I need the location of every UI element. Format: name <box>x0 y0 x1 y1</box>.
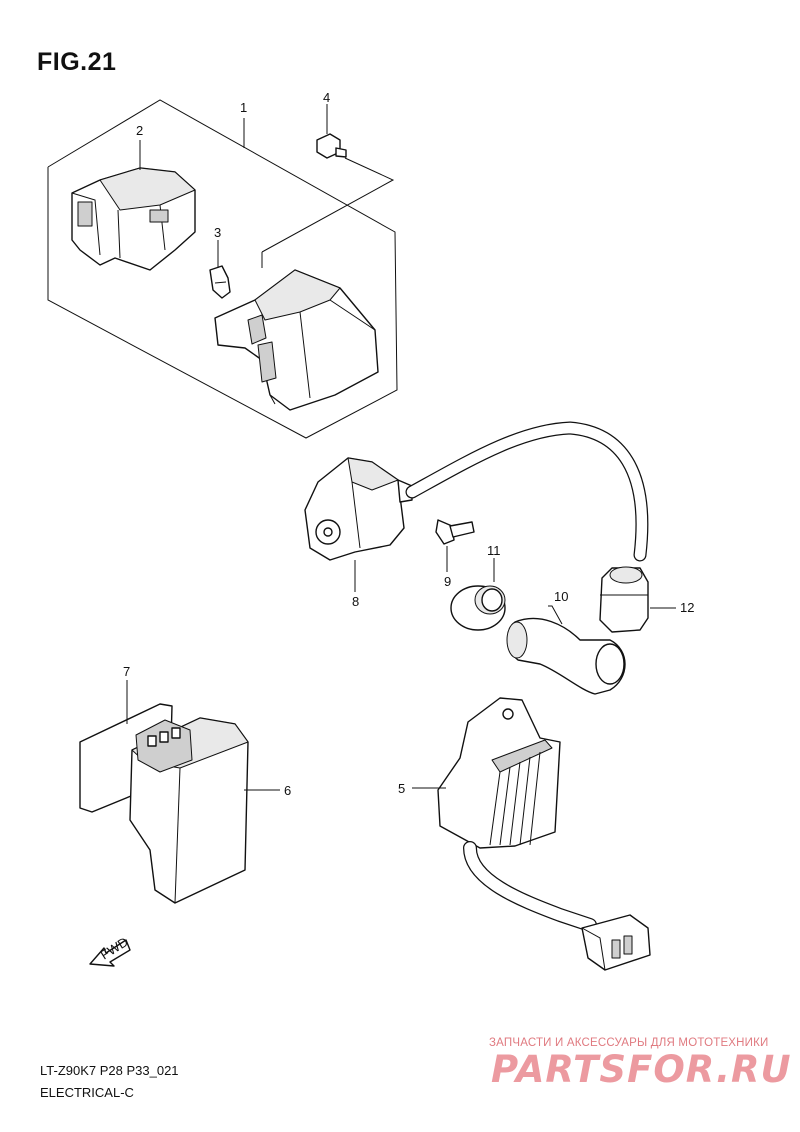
bolt-part <box>316 133 347 159</box>
cdi-unit-part <box>129 717 249 904</box>
callout-numbers: 1 2 3 4 5 6 7 8 9 10 11 12 <box>123 90 694 798</box>
relay-assembly-part <box>214 269 379 411</box>
leader-lines <box>126 104 676 791</box>
ignition-coil-part <box>304 457 413 561</box>
group-frame-notch <box>261 157 395 253</box>
harness-connector <box>581 914 651 971</box>
callout-12: 12 <box>680 600 694 615</box>
group-frame <box>47 99 398 439</box>
callout-8: 8 <box>352 594 359 609</box>
callout-7: 7 <box>123 664 130 679</box>
callout-6: 6 <box>284 783 291 798</box>
callout-10: 10 <box>554 589 568 604</box>
watermark-logo: PARTSFOR.RU <box>491 1048 792 1091</box>
relay-holder-part <box>71 167 196 271</box>
regulator-rectifier-part <box>437 697 561 849</box>
footer-diagram-code: LT-Z90K7 P28 P33_021 <box>40 1063 179 1078</box>
figure-title: FIG.21 <box>37 48 117 76</box>
screw-part <box>435 519 475 545</box>
plug-cap-part <box>506 617 626 695</box>
grommet-part <box>450 585 506 631</box>
forward-arrow-icon: FWD <box>89 934 131 967</box>
callout-4: 4 <box>323 90 330 105</box>
terminal-cap-part <box>599 566 649 633</box>
callout-2: 2 <box>136 123 143 138</box>
callout-3: 3 <box>214 225 221 240</box>
watermark-tagline: ЗАПЧАСТИ И АКСЕССУАРЫ ДЛЯ МОТОТЕХНИКИ <box>489 1037 769 1049</box>
fuse-part <box>209 265 231 299</box>
callout-11: 11 <box>487 543 501 558</box>
callout-9: 9 <box>444 574 451 589</box>
callout-1: 1 <box>240 100 247 115</box>
footer-section-name: ELECTRICAL-C <box>40 1085 134 1100</box>
callout-5: 5 <box>398 781 405 796</box>
